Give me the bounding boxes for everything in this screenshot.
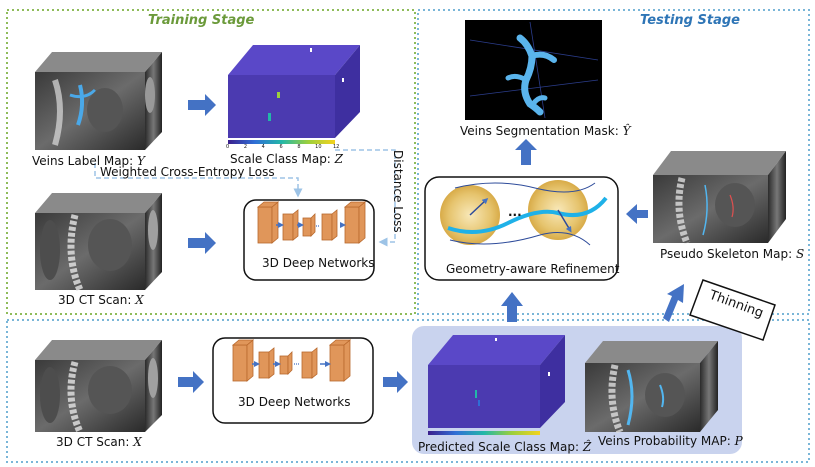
- veins-prob-label: Veins Probability MAP: P: [598, 434, 743, 448]
- ct-scan-train-label: 3D CT Scan: X: [58, 293, 144, 307]
- refinement-ellipsis: ...: [508, 205, 522, 219]
- arrow-ct-to-net-test: [178, 371, 204, 393]
- veins-label-map-label: Veins Label Map: Y: [32, 154, 145, 168]
- testing-stage-frame-bottom: [6, 319, 810, 463]
- training-stage-title: Training Stage: [148, 13, 255, 28]
- training-stage-frame: [6, 9, 416, 315]
- deep-networks-test-label: 3D Deep Networks: [238, 395, 351, 409]
- arrow-prob-to-thinning: [663, 284, 684, 322]
- scale-class-map-volume: [228, 45, 360, 138]
- ct-scan-test-label: 3D CT Scan: X: [56, 435, 142, 449]
- arrow-refine-to-mask: [515, 139, 537, 165]
- geometry-refinement-box: [424, 176, 619, 281]
- arrow-predicted-to-refine: [501, 292, 523, 322]
- weighted-ce-loss-label: Weighted Cross-Entropy Loss: [100, 165, 275, 179]
- predicted-scale-class-map-volume: [428, 335, 565, 428]
- arrow-label-to-scale: [188, 94, 216, 116]
- deep-networks-train: [243, 199, 375, 281]
- predicted-scale-label: Predicted Scale Class Map: Ẑ: [418, 440, 592, 454]
- pseudo-skeleton-label: Pseudo Skeleton Map: S: [660, 247, 805, 261]
- deep-networks-test: [212, 337, 374, 424]
- arrow-net-to-predicted: [383, 371, 408, 393]
- deep-networks-train-label: 3D Deep Networks: [262, 256, 375, 270]
- loss-connectors: [94, 149, 396, 247]
- veins-probability-map-volume: [585, 341, 718, 434]
- colorbar-tick-label: 8: [297, 144, 301, 150]
- arrow-skeleton-to-refine: [626, 204, 648, 224]
- colorbar-tick-label: 0: [226, 144, 230, 150]
- veins-segmentation-mask-image: [465, 20, 602, 120]
- scale-colorbar-train: [228, 140, 335, 144]
- ct-scan-test-volume: [35, 340, 162, 434]
- veins-seg-mask-label: Veins Segmentation Mask: Ŷ: [460, 124, 631, 138]
- ct-scan-train-volume: [35, 193, 162, 292]
- pseudo-skeleton-map-volume: [653, 151, 786, 245]
- geometry-refinement-label: Geometry-aware Refinement: [446, 262, 620, 276]
- colorbar-tick-label: 10: [315, 144, 322, 150]
- distance-loss-label: Distance Loss: [391, 150, 405, 233]
- veins-label-map-volume: [35, 52, 162, 150]
- scale-class-map-label: Scale Class Map: Z: [230, 152, 344, 166]
- arrow-ct-to-net-train: [188, 232, 216, 254]
- testing-stage-title: Testing Stage: [640, 13, 740, 28]
- colorbar-tick-label: 4: [261, 144, 265, 150]
- flow-arrows: [178, 94, 684, 393]
- colorbar-tick-label: 12: [333, 144, 340, 150]
- colorbar-tick-label: 6: [279, 144, 283, 150]
- testing-stage-frame-top: [417, 9, 810, 315]
- scale-colorbar-test: [428, 431, 540, 435]
- colorbar-tick-label: 2: [243, 144, 248, 150]
- thinning-box: [689, 279, 776, 341]
